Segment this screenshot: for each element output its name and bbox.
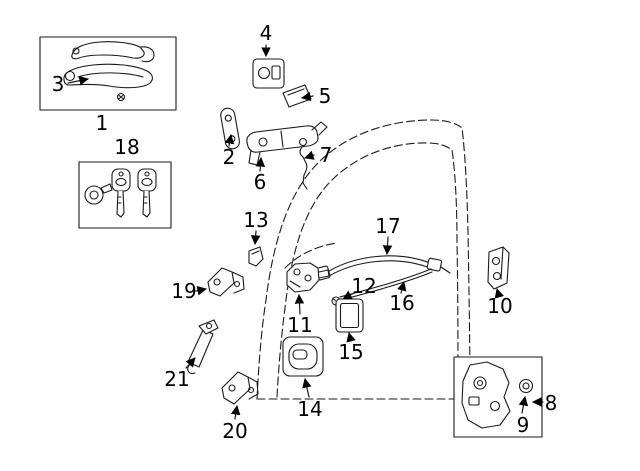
part-17-cable-drawing	[315, 255, 451, 281]
leader-line-6	[255, 157, 266, 172]
leader-line-3	[67, 75, 89, 86]
part-7-drawing	[298, 137, 308, 190]
callout-17[interactable]: 17	[375, 214, 401, 238]
callout-7[interactable]: 7	[319, 143, 333, 167]
callout-8[interactable]: 8	[544, 391, 558, 415]
part-10-drawing	[487, 246, 510, 290]
callout-21[interactable]: 21	[164, 367, 190, 391]
callout-6[interactable]: 6	[253, 170, 267, 194]
leader-line-13	[250, 230, 261, 245]
leader-line-21	[185, 357, 196, 369]
callout-1[interactable]: 1	[95, 111, 109, 135]
leader-line-11	[294, 294, 305, 315]
part-6-drawing	[246, 121, 328, 166]
callout-12[interactable]: 12	[351, 274, 377, 298]
callout-16[interactable]: 16	[389, 291, 415, 315]
part-11-drawing	[286, 262, 330, 293]
leader-line-14	[302, 378, 312, 398]
callout-5[interactable]: 5	[318, 84, 332, 108]
door-panel-outline	[256, 119, 471, 400]
callout-14[interactable]: 14	[297, 397, 323, 421]
part-2-drawing	[220, 107, 240, 150]
part-4-drawing	[252, 58, 285, 89]
callout-15[interactable]: 15	[338, 340, 364, 364]
leader-line-20	[230, 405, 241, 420]
leader-lines	[67, 44, 544, 420]
callout-4[interactable]: 4	[259, 21, 273, 45]
callout-3[interactable]: 3	[51, 72, 65, 96]
part-21-drawing	[187, 319, 219, 374]
callout-11[interactable]: 11	[287, 313, 313, 337]
callout-20[interactable]: 20	[222, 419, 248, 443]
callout-19[interactable]: 19	[171, 279, 197, 303]
callout-10[interactable]: 10	[487, 294, 513, 318]
leader-line-9	[518, 396, 529, 414]
callout-2[interactable]: 2	[222, 145, 236, 169]
leader-line-15	[346, 332, 356, 343]
leader-line-17	[382, 236, 393, 255]
leader-line-7	[304, 150, 315, 160]
callout-9[interactable]: 9	[516, 413, 530, 437]
leader-line-10	[494, 288, 504, 299]
part-15-drawing	[335, 298, 364, 333]
leader-line-19	[195, 285, 207, 296]
leader-line-5	[301, 91, 314, 102]
part-19-drawing	[207, 267, 245, 297]
leader-line-2	[224, 134, 235, 147]
part-20-drawing	[221, 371, 259, 405]
part-14-drawing	[282, 336, 324, 377]
part-5-drawing	[282, 84, 312, 108]
callout-18[interactable]: 18	[114, 135, 140, 159]
callout-13[interactable]: 13	[243, 208, 269, 232]
key-set-drawing	[78, 161, 172, 229]
leader-line-16	[397, 281, 407, 294]
part-13-drawing	[248, 246, 264, 267]
leader-line-12	[342, 290, 357, 300]
